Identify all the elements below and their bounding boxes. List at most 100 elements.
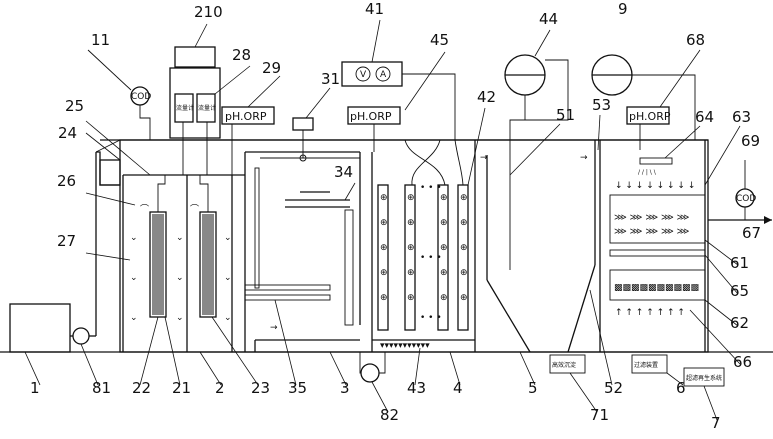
label-81: 81 [92,379,111,397]
svg-text:⊕: ⊕ [460,218,468,228]
blower-44-return [510,59,569,121]
svg-text:⋙ ⋙ ⋙ ⋙ ⋙: ⋙ ⋙ ⋙ ⋙ ⋙ [614,213,690,223]
meter-housing [169,67,221,139]
svg-text:⊕: ⊕ [440,293,448,303]
svg-text:⌄: ⌄ [224,273,232,283]
electrode-23-fill [202,214,214,315]
label-41: 41 [365,0,384,18]
svg-text:▩▩▩▩▩▩▩▩▩▩: ▩▩▩▩▩▩▩▩▩▩ [614,283,699,293]
media-61: ⋙ ⋙ ⋙ ⋙ ⋙ ⋙ ⋙ ⋙ ⋙ ⋙ [609,194,706,244]
label-65: 65 [730,282,749,300]
svg-text:⊕: ⊕ [407,218,415,228]
ph-orp-mid-text: pH.ORP [350,110,392,123]
svg-text:⌄: ⌄ [130,233,138,243]
pump-82-outlet [379,352,386,374]
meter-b-text: 流量计 [198,104,216,112]
svg-text:⊕: ⊕ [440,243,448,253]
label-5: 5 [528,379,538,397]
label-210: 210 [194,3,223,21]
svg-text:⊕: ⊕ [440,268,448,278]
electrode-22-lead [157,175,166,212]
svg-text:⌄: ⌄ [224,313,232,323]
cod-11-probe [139,105,151,140]
svg-text:⊕: ⊕ [380,218,388,228]
label-71: 71 [590,406,609,424]
blower-44-line [509,95,526,155]
svg-text:⌄: ⌄ [130,313,138,323]
pump-82 [360,363,380,383]
zone5-slope-right [567,264,596,353]
label-22: 22 [132,379,151,397]
aerator-43: ▾▾▾▾▾▾▾▾▾▾▾ [380,341,430,351]
svg-text:⊕: ⊕ [407,193,415,203]
svg-text:⋙ ⋙ ⋙ ⋙ ⋙: ⋙ ⋙ ⋙ ⋙ ⋙ [614,227,690,237]
va-meter-41 [341,61,403,87]
label-69: 69 [741,132,760,150]
ph-orp-left-text: pH.ORP [225,110,267,123]
tube-35-right [344,209,354,326]
svg-text:⌄: ⌄ [130,273,138,283]
label-7: 7 [711,414,721,432]
svg-text:⊕: ⊕ [460,268,468,278]
label-11: 11 [91,31,110,49]
raw-water-tank [9,303,71,353]
label-67: 67 [742,224,761,242]
label-82: 82 [380,406,399,424]
svg-text:⊕: ⊕ [460,293,468,303]
meter-a-text: 流量计 [176,104,194,112]
power-supply-210 [174,46,216,68]
lead-curve-a [404,139,446,186]
zone5-slope [486,279,531,353]
label-45: 45 [430,31,449,49]
svg-text:⊕: ⊕ [380,293,388,303]
leader-11 [87,49,132,91]
upflow-arrows: ↑ ↑ ↑ ↑ ↑ ↑ ↑ [615,308,685,318]
electrode-dots: ⊕⊕⊕⊕⊕ ⊕⊕⊕⊕⊕ ⊕⊕⊕⊕⊕ ⊕⊕⊕⊕⊕ • • •• • •• • • [380,183,468,323]
flow-meter-a [174,93,194,123]
box-6 [631,354,668,374]
svg-text:⊕: ⊕ [407,243,415,253]
media-62: ▩▩▩▩▩▩▩▩▩▩ [609,269,706,301]
baffle-35-a [244,284,331,291]
svg-text:⊕: ⊕ [460,193,468,203]
label-27: 27 [57,232,76,250]
number-labels: 1 2 3 4 5 6 7 9 11 21 22 23 24 25 26 27 … [30,0,761,432]
flow-meter-b [196,93,216,123]
svg-text:⌄: ⌄ [176,233,184,243]
label-64: 64 [695,108,714,126]
label-26: 26 [57,172,76,190]
volt-meter [355,66,371,82]
label-62: 62 [730,314,749,332]
label-35: 35 [288,379,307,397]
label-6: 6 [676,379,686,397]
label-53: 53 [592,96,611,114]
box-71 [549,354,586,374]
support-65 [609,249,706,257]
svg-text:⌒: ⌒ [190,204,199,215]
svg-text:⊕: ⊕ [440,193,448,203]
label-31: 31 [321,70,340,88]
label-2: 2 [215,379,225,397]
inlet-box-24 [99,159,121,186]
flow-arrows-zone2: ⌄⌄⌄ ⌄⌄⌄ ⌄⌄⌄ ⌒⌒ [130,204,232,323]
svg-text:⌄: ⌄ [224,233,232,243]
outlet-arrow [764,216,772,224]
label-63: 63 [732,108,751,126]
svg-text:⊕: ⊕ [460,243,468,253]
pump-82-inlet [359,352,361,374]
volt-text: V [360,70,367,80]
box-7-text: 超滤再生系统 [686,374,722,382]
label-3: 3 [340,379,350,397]
ph-orp-68 [626,106,670,125]
tube-35 [254,167,260,289]
box-71-text: 高效沉淀 [552,361,576,369]
svg-text:⊕: ⊕ [440,218,448,228]
amp-text: A [380,70,387,80]
electrode-array-42 [377,184,469,331]
flow-arrow-53: → [580,153,588,163]
svg-text:• • •: • • • [420,253,442,263]
svg-text:• • •: • • • [420,313,442,323]
inlet-line [95,139,121,153]
lead-curve-c [454,139,464,186]
